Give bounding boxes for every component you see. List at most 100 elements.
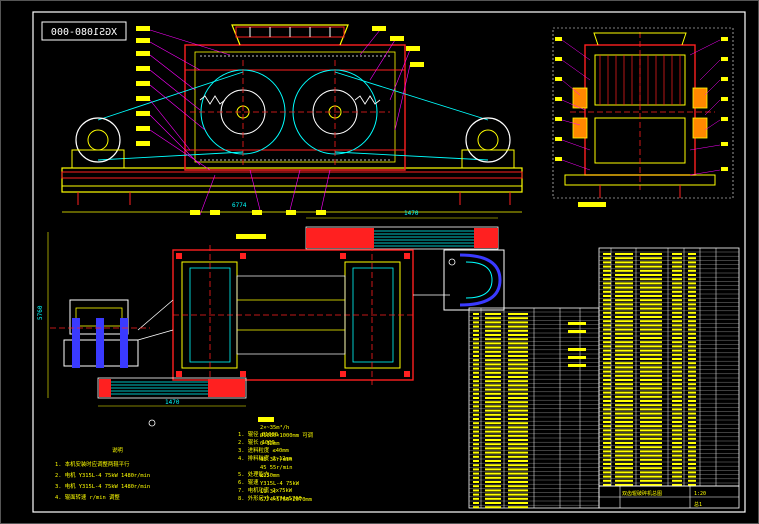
table-cell-text — [485, 455, 501, 458]
table-cell-text — [640, 269, 662, 272]
table-cell-text — [473, 371, 479, 374]
table-cell-text — [508, 439, 528, 441]
table-cell-text — [485, 376, 501, 378]
table-cell-text — [688, 370, 696, 373]
table-cell-text — [672, 265, 682, 268]
table-cell-text — [508, 502, 528, 504]
table-cell-text — [473, 363, 479, 366]
table-cell-text — [672, 303, 682, 306]
table-cell-text — [473, 418, 479, 420]
table-cell-text — [672, 374, 682, 377]
table-cell-text — [508, 413, 528, 416]
table-cell-text — [508, 409, 528, 412]
table-cell-text — [615, 391, 633, 394]
tech-param-7: 7. 电机功率 2x75kW — [238, 486, 293, 494]
notes-title: 说明 — [112, 446, 123, 454]
table-cell-text — [615, 366, 633, 369]
table-cell-text — [603, 366, 611, 369]
technical-parameters: 1. 辊径 Ø1080 2. 辊长 1000 3. 进料粒度 ≤40mm 4. … — [238, 417, 313, 503]
table-cell-text — [473, 413, 479, 416]
tech-param-2: 2. 辊长 1000 — [238, 438, 275, 446]
table-cell-text — [615, 383, 633, 386]
table-cell-text — [603, 253, 611, 255]
table-cell-text — [672, 299, 682, 302]
table-cell-text — [640, 484, 662, 486]
table-cell-text — [508, 418, 528, 420]
table-cell-text — [640, 362, 662, 365]
table-cell-text — [688, 454, 696, 457]
table-cell-text — [672, 278, 682, 281]
tech-param-1: 1. 辊径 Ø1080 — [238, 430, 278, 438]
table-cell-text — [603, 433, 611, 436]
table-cell-text — [640, 311, 662, 314]
table-cell-text — [473, 476, 479, 479]
table-cell-text — [473, 481, 479, 483]
table-cell-text — [508, 371, 528, 374]
table-cell-text — [473, 443, 479, 446]
table-cell-text — [615, 269, 633, 272]
table-cell-text — [615, 320, 633, 323]
table-cell-text — [688, 387, 696, 390]
table-cell-text — [473, 460, 479, 462]
table-cell-text — [640, 328, 662, 331]
table-cell-text — [672, 328, 682, 331]
table-cell-text — [688, 412, 696, 415]
table-cell-text — [672, 311, 682, 314]
table-cell-text — [688, 467, 696, 470]
dimension-belt-top: 1470 — [404, 210, 419, 217]
table-cell-text — [615, 307, 633, 310]
table-cell-text — [640, 261, 662, 264]
table-cell-text — [615, 282, 633, 285]
table-cell-text — [508, 426, 528, 429]
table-cell-text — [473, 447, 479, 450]
table-cell-text — [603, 290, 611, 293]
table-cell-text — [568, 348, 586, 351]
table-cell-text — [485, 367, 501, 370]
front-elevation-view: 6774 — [61, 24, 523, 239]
table-cell-text — [672, 366, 682, 369]
table-cell-text — [615, 274, 633, 276]
table-cell-text — [688, 484, 696, 486]
table-cell-text — [688, 316, 696, 318]
table-cell-text — [615, 324, 633, 327]
table-cell-text — [603, 274, 611, 276]
table-cell-text — [688, 311, 696, 314]
table-cell-text — [603, 341, 611, 344]
table-cell-text — [485, 325, 501, 328]
table-cell-text — [473, 384, 479, 387]
table-cell-text — [603, 395, 611, 398]
table-cell-text — [688, 433, 696, 436]
table-cell-text — [603, 324, 611, 327]
table-cell-text — [568, 322, 586, 325]
table-cell-text — [473, 472, 479, 475]
table-cell-text — [640, 341, 662, 344]
table-cell-text — [508, 355, 528, 357]
table-cell-text — [640, 391, 662, 394]
table-cell-text — [485, 447, 501, 450]
table-cell-text — [640, 412, 662, 415]
table-cell-text — [615, 299, 633, 302]
table-cell-text — [508, 443, 528, 446]
table-cell-text — [640, 458, 662, 461]
table-cell-text — [603, 421, 611, 423]
table-cell-text — [688, 404, 696, 407]
table-cell-text — [473, 329, 479, 332]
table-cell-text — [473, 451, 479, 454]
table-cell-text — [672, 467, 682, 470]
table-cell-text — [568, 364, 586, 367]
table-cell-text — [672, 362, 682, 365]
table-cell-text — [473, 485, 479, 488]
table-cell-text — [485, 426, 501, 429]
table-cell-text — [485, 468, 501, 471]
table-cell-text — [688, 471, 696, 474]
table-cell-text — [603, 429, 611, 432]
table-cell-text — [615, 479, 633, 482]
table-cell-text — [473, 367, 479, 370]
table-cell-text — [672, 307, 682, 310]
table-cell-text — [615, 416, 633, 419]
table-cell-text — [672, 324, 682, 327]
table-cell-text — [672, 404, 682, 407]
table-cell-text — [508, 380, 528, 383]
note-line-3: 3. 电机 Y315L-4 75kW 1480r/min — [55, 482, 150, 490]
table-cell-text — [688, 303, 696, 306]
